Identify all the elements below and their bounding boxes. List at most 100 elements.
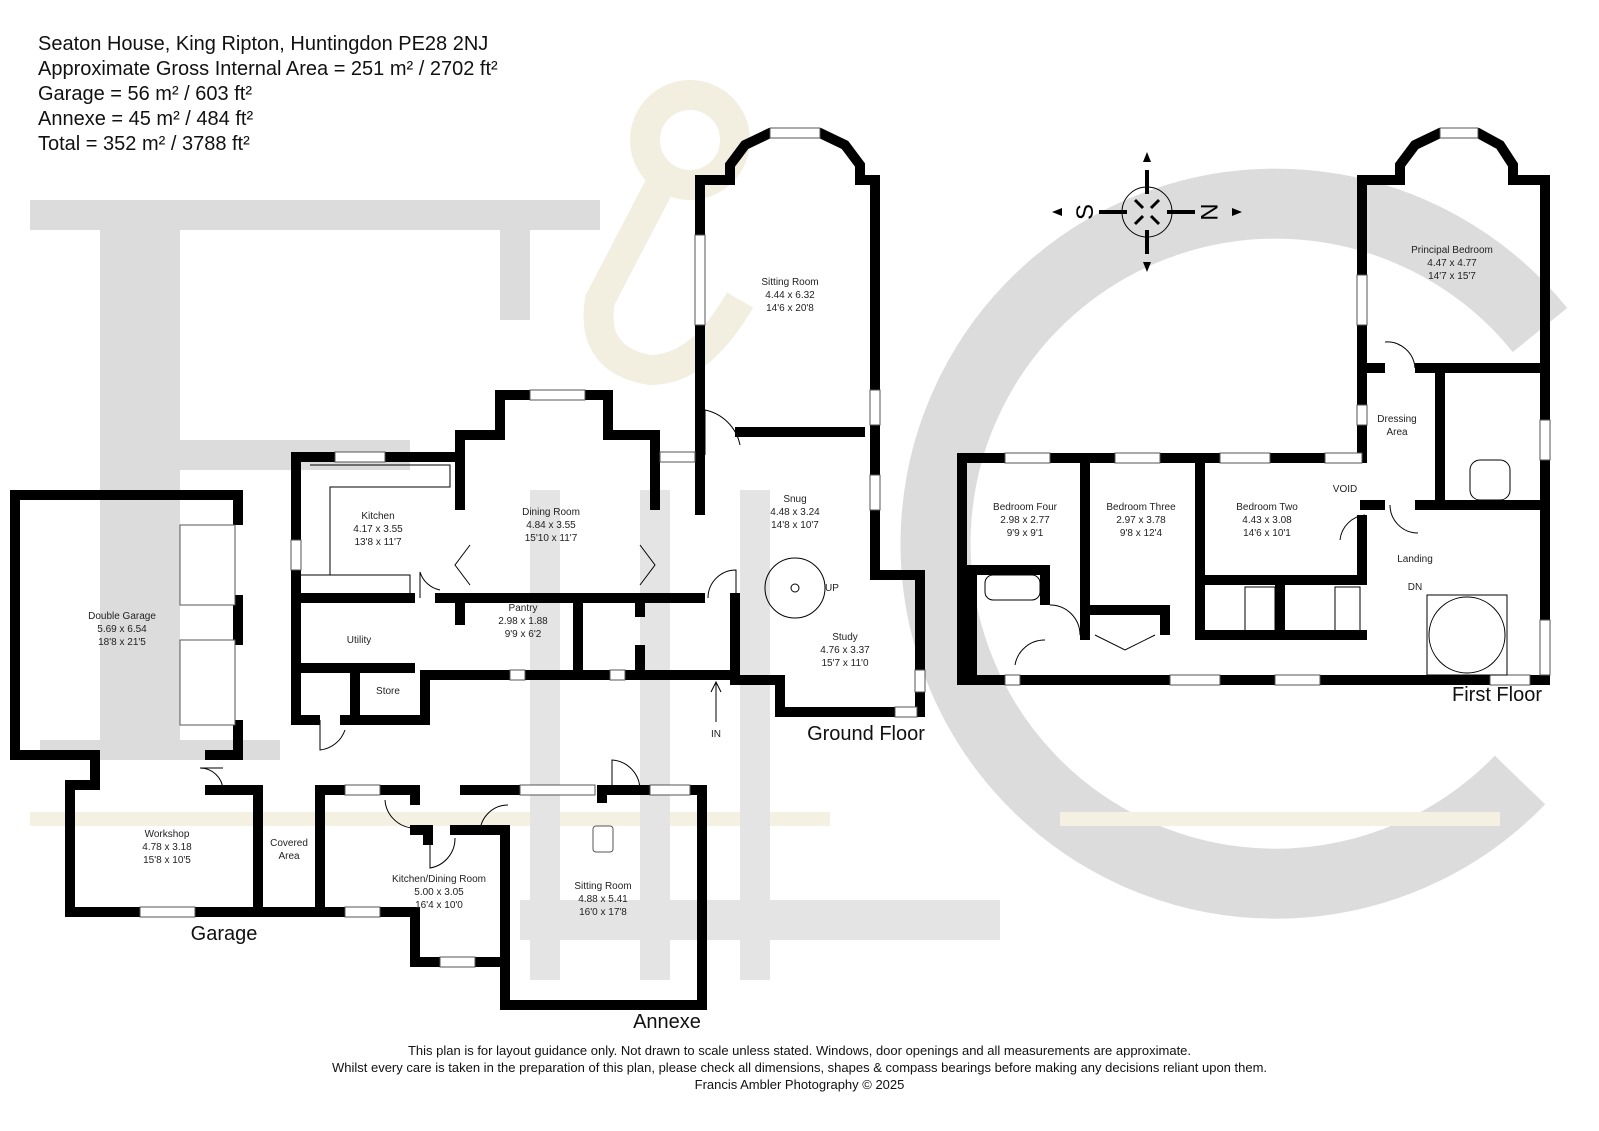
room-size-metric: 2.97 x 3.78 (1116, 515, 1166, 526)
room-name: Sitting Room (574, 881, 631, 892)
floor-label-ground: Ground Floor (807, 723, 925, 745)
room-name: Study (832, 632, 858, 643)
room-name: Dining Room (522, 507, 580, 518)
room-size-metric: 4.78 x 3.18 (142, 842, 192, 853)
room-name: Snug (783, 494, 806, 505)
property-summary: Seaton House, King Ripton, Huntingdon PE… (38, 32, 498, 157)
room-utility: Utility (347, 635, 371, 646)
window (344, 906, 381, 918)
watermark-letter-c (900, 168, 1568, 919)
room-size-metric: 4.88 x 5.41 (578, 894, 628, 905)
room-name: Dressing (1377, 414, 1416, 425)
watermark-logo (30, 80, 1568, 980)
window (290, 539, 302, 571)
room-bedroom-two: Bedroom Two 4.43 x 3.08 14'6 x 10'1 (1236, 502, 1298, 539)
garage-door (179, 524, 236, 606)
room-annexe-kitchen-dining: Kitchen/Dining Room 5.00 x 3.05 16'4 x 10'… (392, 874, 486, 911)
room-name: Bedroom Four (993, 502, 1058, 513)
bifold-doors (454, 544, 656, 586)
room-size-metric: 4.48 x 3.24 (770, 507, 820, 518)
window (1539, 619, 1551, 676)
room-size-metric: 4.84 x 3.55 (526, 520, 576, 531)
door (1049, 604, 1081, 636)
floor-label-first: First Floor (1452, 684, 1542, 706)
room-name: VOID (1333, 484, 1357, 495)
window (894, 706, 918, 718)
room-name: Bedroom Two (1236, 502, 1298, 513)
cupboard-doors (1094, 634, 1156, 651)
room-size-imperial: 14'6 x 10'1 (1243, 528, 1291, 539)
first-floor-walls (957, 127, 1551, 686)
staircase (1426, 594, 1508, 676)
french-doors (529, 389, 586, 401)
compass-north-label: N (1195, 203, 1222, 220)
window (334, 451, 386, 463)
stairs-up-label: UP (825, 583, 839, 594)
room-size-imperial: 15'8 x 10'5 (143, 855, 191, 866)
room-size-imperial: 15'7 x 11'0 (821, 658, 868, 669)
total-area: Total = 352 m² / 3788 ft² (38, 133, 250, 155)
room-size-imperial: 14'6 x 20'8 (766, 303, 814, 314)
garage-area: Garage = 56 m² / 603 ft² (38, 83, 252, 105)
window (1169, 674, 1221, 686)
bath (1469, 459, 1511, 501)
room-size-metric: 4.44 x 6.32 (765, 290, 815, 301)
gross-internal-area: Approximate Gross Internal Area = 251 m²… (38, 58, 498, 80)
room-size-metric: 5.00 x 3.05 (414, 887, 464, 898)
door (1339, 514, 1366, 541)
window (1356, 274, 1368, 326)
window (914, 669, 926, 693)
annexe-area: Annexe = 45 m² / 484 ft² (38, 108, 254, 130)
watermark-column (530, 490, 560, 980)
room-name: Kitchen (361, 511, 394, 522)
disclaimer-line-1: This plan is for layout guidance only. N… (407, 1043, 1192, 1058)
room-name: Bedroom Three (1106, 502, 1176, 513)
window (1004, 674, 1021, 686)
window (1539, 419, 1551, 461)
window (1356, 404, 1368, 426)
room-size-metric: 2.98 x 1.88 (498, 616, 548, 627)
room-dining-room: Dining Room 4.84 x 3.55 15'10 x 11'7 (522, 507, 580, 544)
door (199, 767, 224, 791)
room-size-imperial: 14'7 x 15'7 (1428, 271, 1476, 282)
door (429, 830, 456, 869)
window (509, 669, 526, 681)
room-name-line2: Area (278, 851, 300, 862)
window (1489, 674, 1531, 686)
room-void: VOID (1333, 484, 1357, 495)
room-size-metric: 4.43 x 3.08 (1242, 515, 1292, 526)
room-name: Kitchen/Dining Room (392, 874, 486, 885)
window (769, 127, 821, 139)
window (869, 474, 881, 511)
door (707, 569, 737, 599)
room-size-imperial: 15'10 x 11'7 (525, 533, 578, 544)
room-size-imperial: 13'8 x 11'7 (354, 537, 401, 548)
room-name: Pantry (509, 603, 538, 614)
room-size-imperial: 9'9 x 6'2 (505, 629, 542, 640)
room-size-imperial: 9'8 x 12'4 (1120, 528, 1163, 539)
window (694, 234, 706, 326)
watermark-base (520, 900, 1000, 940)
room-name: Double Garage (88, 611, 156, 622)
door (704, 409, 741, 455)
window (139, 906, 196, 918)
window (1004, 452, 1051, 464)
room-size-metric: 4.76 x 3.37 (820, 645, 870, 656)
property-address: Seaton House, King Ripton, Huntingdon PE… (38, 33, 489, 55)
door (319, 720, 346, 751)
room-size-imperial: 16'4 x 10'0 (415, 900, 463, 911)
room-size-imperial: 9'9 x 9'1 (1007, 528, 1044, 539)
watermark-ampersand (583, 80, 754, 386)
window (869, 389, 881, 426)
ground-floor-walls (290, 127, 926, 751)
spiral-staircase (1428, 596, 1506, 674)
door (419, 571, 441, 598)
